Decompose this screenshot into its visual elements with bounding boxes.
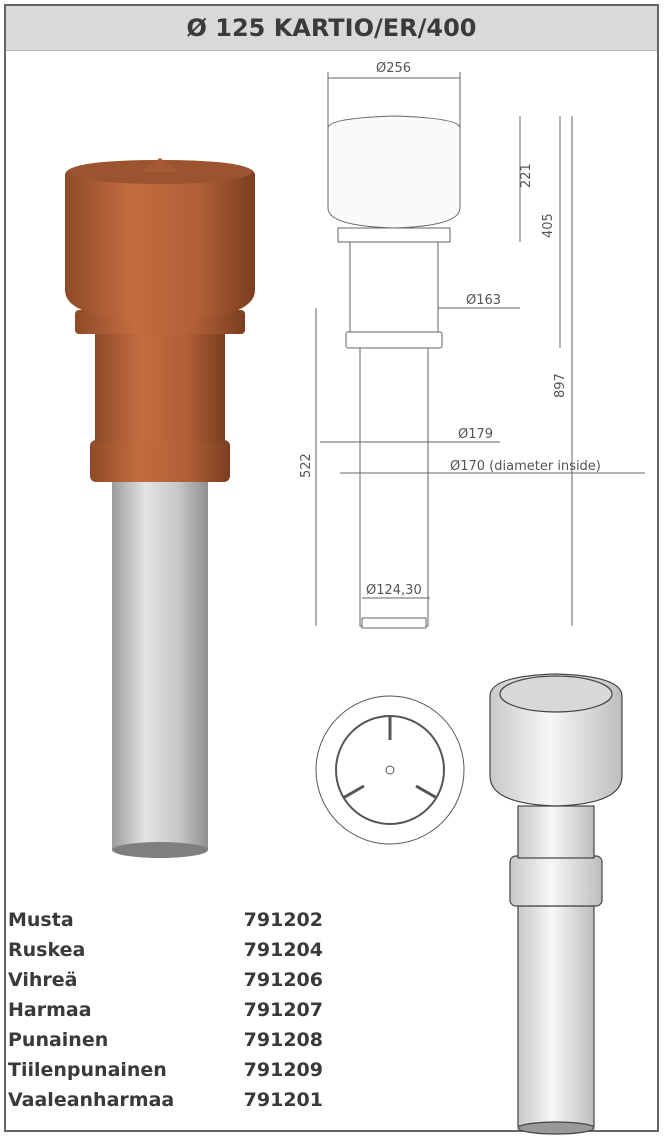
product-code-table: Musta 791202 Ruskea 791204 Vihreä 791206… [8, 905, 338, 1115]
dim-897: 897 [553, 373, 568, 398]
color-name: Musta [8, 909, 74, 931]
dim-d170: Ø170 (diameter inside) [450, 459, 601, 474]
product-render [489, 673, 623, 1135]
product-code: 791209 [243, 1059, 323, 1081]
product-code: 791204 [243, 939, 323, 961]
table-row: Ruskea 791204 [8, 935, 338, 965]
table-row: Tiilenpunainen 791209 [8, 1055, 338, 1085]
page-title: Ø 125 KARTIO/ER/400 [6, 6, 657, 51]
top-view-drawing [315, 695, 465, 845]
vent-hood [65, 160, 255, 320]
table-row: Punainen 791208 [8, 1025, 338, 1055]
dim-d256: Ø256 [376, 61, 411, 76]
table-row: Musta 791202 [8, 905, 338, 935]
table-row: Vihreä 791206 [8, 965, 338, 995]
color-name: Vaaleanharmaa [8, 1089, 175, 1111]
color-name: Tiilenpunainen [8, 1059, 167, 1081]
product-code: 791208 [243, 1029, 323, 1051]
product-code: 791202 [243, 909, 323, 931]
dim-d124: Ø124,30 [366, 583, 422, 598]
color-name: Punainen [8, 1029, 109, 1051]
technical-drawing: Ø256 221 405 Ø163 897 Ø179 Ø170 (diamete… [299, 61, 645, 629]
table-row: Harmaa 791207 [8, 995, 338, 1025]
table-row: Vaaleanharmaa 791201 [8, 1085, 338, 1115]
product-photo [65, 158, 255, 858]
color-name: Harmaa [8, 999, 92, 1021]
product-code: 791201 [243, 1089, 323, 1111]
dim-d179: Ø179 [458, 427, 493, 442]
dim-405: 405 [541, 213, 556, 238]
color-name: Vihreä [8, 969, 78, 991]
dim-d163: Ø163 [466, 293, 501, 308]
product-code: 791207 [243, 999, 323, 1021]
steel-pipe [112, 480, 208, 850]
dim-522: 522 [299, 453, 314, 478]
color-name: Ruskea [8, 939, 86, 961]
product-code: 791206 [243, 969, 323, 991]
dim-221: 221 [519, 163, 534, 188]
